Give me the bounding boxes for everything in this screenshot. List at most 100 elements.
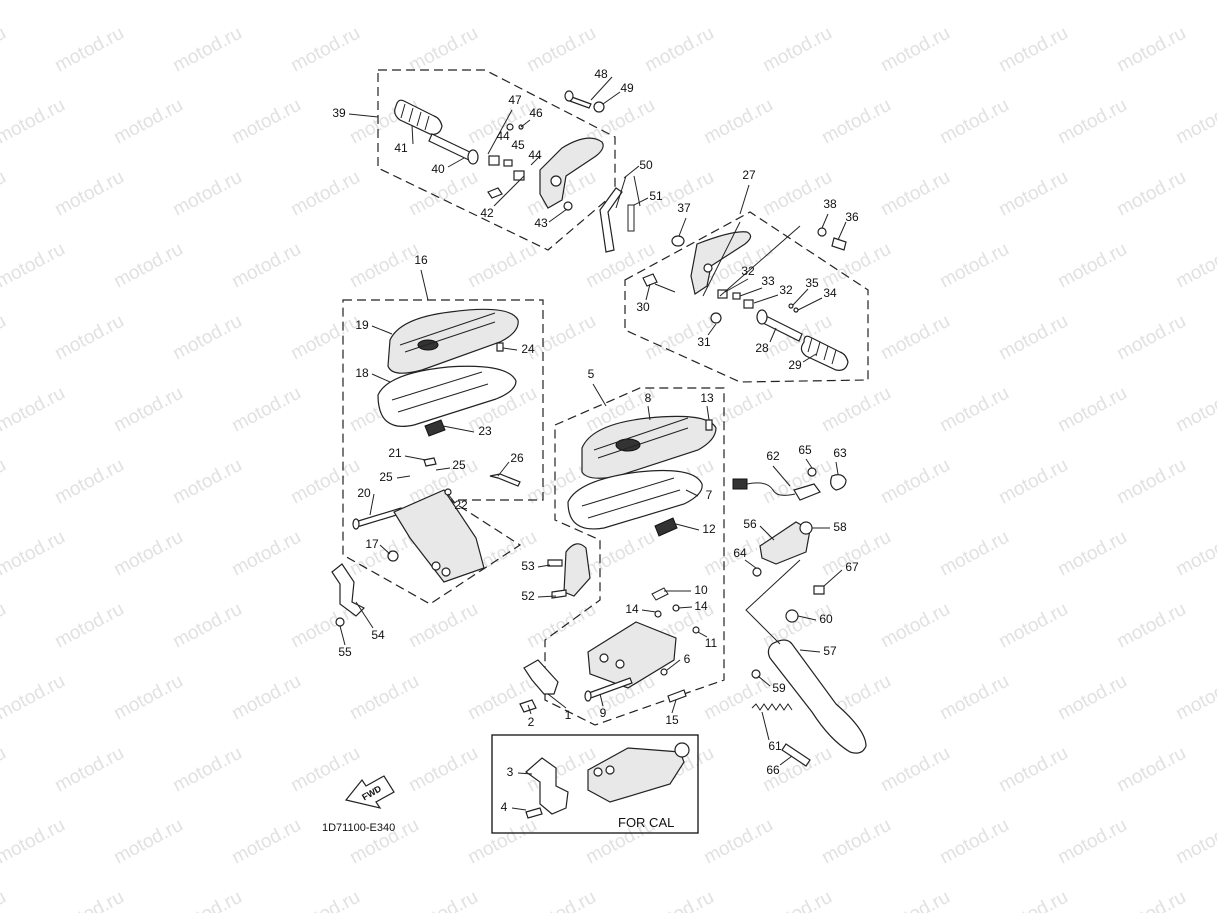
group-27-dashed-frame bbox=[624, 211, 869, 383]
group-5-dashed-frame bbox=[544, 387, 725, 726]
watermark-text: motod.ru bbox=[405, 23, 481, 77]
callout-34: 34 bbox=[823, 286, 837, 300]
watermark-text: motod.ru bbox=[700, 815, 776, 869]
callout-4: 4 bbox=[501, 800, 508, 814]
part-8-footboard-cover bbox=[581, 415, 717, 479]
callout-35: 35 bbox=[805, 276, 819, 290]
callout-9: 9 bbox=[600, 706, 607, 720]
watermark-text: motod.ru bbox=[169, 455, 245, 509]
watermark-text: motod.ru bbox=[0, 23, 10, 77]
callout-2: 2 bbox=[528, 715, 535, 729]
watermark-text: motod.ru bbox=[1172, 815, 1217, 869]
watermark-text: motod.ru bbox=[523, 887, 599, 913]
watermark-text: motod.ru bbox=[464, 815, 540, 869]
callout-39: 39 bbox=[332, 106, 346, 120]
part-62-switch bbox=[732, 467, 847, 501]
part-18-footboard bbox=[377, 365, 517, 427]
watermark-text: motod.ru bbox=[877, 599, 953, 653]
watermark-text: motod.ru bbox=[169, 311, 245, 365]
watermark-text: motod.ru bbox=[995, 887, 1071, 913]
watermark-text: motod.ru bbox=[936, 527, 1012, 581]
watermark-text: motod.ru bbox=[1113, 599, 1189, 653]
callout-38: 38 bbox=[823, 197, 837, 211]
watermark-text: motod.ru bbox=[995, 167, 1071, 221]
callout-57: 57 bbox=[823, 644, 837, 658]
watermark-text: motod.ru bbox=[1113, 311, 1189, 365]
callout-53: 53 bbox=[521, 559, 535, 573]
watermark-text: motod.ru bbox=[51, 23, 127, 77]
watermark-text: motod.ru bbox=[1054, 383, 1130, 437]
callout-25: 25 bbox=[379, 470, 393, 484]
callout-8: 8 bbox=[645, 391, 652, 405]
watermark-text: motod.ru bbox=[995, 599, 1071, 653]
watermark-text: motod.ru bbox=[818, 0, 894, 4]
diagram-code: 1D71100-E340 bbox=[322, 822, 395, 834]
watermark-text: motod.ru bbox=[0, 815, 69, 869]
part-1-bracket bbox=[587, 621, 677, 689]
watermark-text: motod.ru bbox=[405, 887, 481, 913]
watermark-text: motod.ru bbox=[169, 887, 245, 913]
watermark-text: motod.ru bbox=[995, 23, 1071, 77]
watermark-text: motod.ru bbox=[228, 239, 304, 293]
watermark-text: motod.ru bbox=[0, 527, 69, 581]
leaders-group-27 bbox=[645, 184, 847, 363]
watermark-text: motod.ru bbox=[1172, 95, 1217, 149]
watermark-text: motod.ru bbox=[1054, 239, 1130, 293]
watermark-text: motod.ru bbox=[346, 0, 422, 4]
watermark-text: motod.ru bbox=[169, 599, 245, 653]
callout-24: 24 bbox=[521, 342, 535, 356]
callout-52: 52 bbox=[521, 589, 535, 603]
part-12-rubber bbox=[654, 517, 678, 537]
watermark-text: motod.ru bbox=[1054, 527, 1130, 581]
callout-32: 32 bbox=[779, 283, 793, 297]
part-66-pin bbox=[781, 743, 811, 767]
callout-6: 6 bbox=[684, 652, 691, 666]
watermark-text: motod.ru bbox=[0, 455, 10, 509]
callout-32: 32 bbox=[741, 264, 755, 278]
part-23-rubber bbox=[424, 419, 446, 437]
watermark-text: motod.ru bbox=[0, 743, 10, 797]
callout-44: 44 bbox=[528, 148, 542, 162]
watermark-text: motod.ru bbox=[818, 239, 894, 293]
watermark-text: motod.ru bbox=[1172, 0, 1217, 4]
callout-31: 31 bbox=[697, 335, 711, 349]
watermark-text: motod.ru bbox=[0, 167, 10, 221]
callout-55: 55 bbox=[338, 645, 352, 659]
callout-25: 25 bbox=[452, 458, 466, 472]
watermark-text: motod.ru bbox=[110, 671, 186, 725]
watermark-text: motod.ru bbox=[0, 599, 10, 653]
watermark-text: motod.ru bbox=[582, 527, 658, 581]
watermark-text: motod.ru bbox=[700, 0, 776, 4]
watermark-text: motod.ru bbox=[228, 527, 304, 581]
watermark-text: motod.ru bbox=[818, 383, 894, 437]
watermark-text: motod.ru bbox=[877, 167, 953, 221]
watermark-text: motod.ru bbox=[1172, 671, 1217, 725]
callout-17: 17 bbox=[365, 537, 379, 551]
callout-30: 30 bbox=[636, 300, 650, 314]
part-29-footpeg-rubber bbox=[800, 335, 849, 371]
part-57-sidestand bbox=[767, 585, 867, 754]
watermark-text: motod.ru bbox=[169, 743, 245, 797]
watermark-text: motod.ru bbox=[818, 815, 894, 869]
callout-67: 67 bbox=[845, 560, 859, 574]
watermark-text: motod.ru bbox=[0, 671, 69, 725]
leaders-group-16 bbox=[339, 269, 518, 646]
watermark-text: motod.ru bbox=[1113, 23, 1189, 77]
watermark-text: motod.ru bbox=[936, 239, 1012, 293]
watermark-text: motod.ru bbox=[1054, 95, 1130, 149]
part-9-pin bbox=[584, 677, 633, 702]
callout-20: 20 bbox=[357, 486, 371, 500]
callout-36: 36 bbox=[845, 210, 859, 224]
watermark-text: motod.ru bbox=[110, 383, 186, 437]
watermark-text: motod.ru bbox=[1054, 0, 1130, 4]
part-41-footpeg-rubber bbox=[394, 99, 443, 135]
watermark-text: motod.ru bbox=[1113, 887, 1189, 913]
watermark-text: motod.ru bbox=[287, 455, 363, 509]
fwd-arrow bbox=[344, 775, 395, 809]
callout-51: 51 bbox=[649, 189, 663, 203]
watermark-text: motod.ru bbox=[582, 0, 658, 4]
callout-5: 5 bbox=[588, 367, 595, 381]
watermark-text: motod.ru bbox=[995, 743, 1071, 797]
